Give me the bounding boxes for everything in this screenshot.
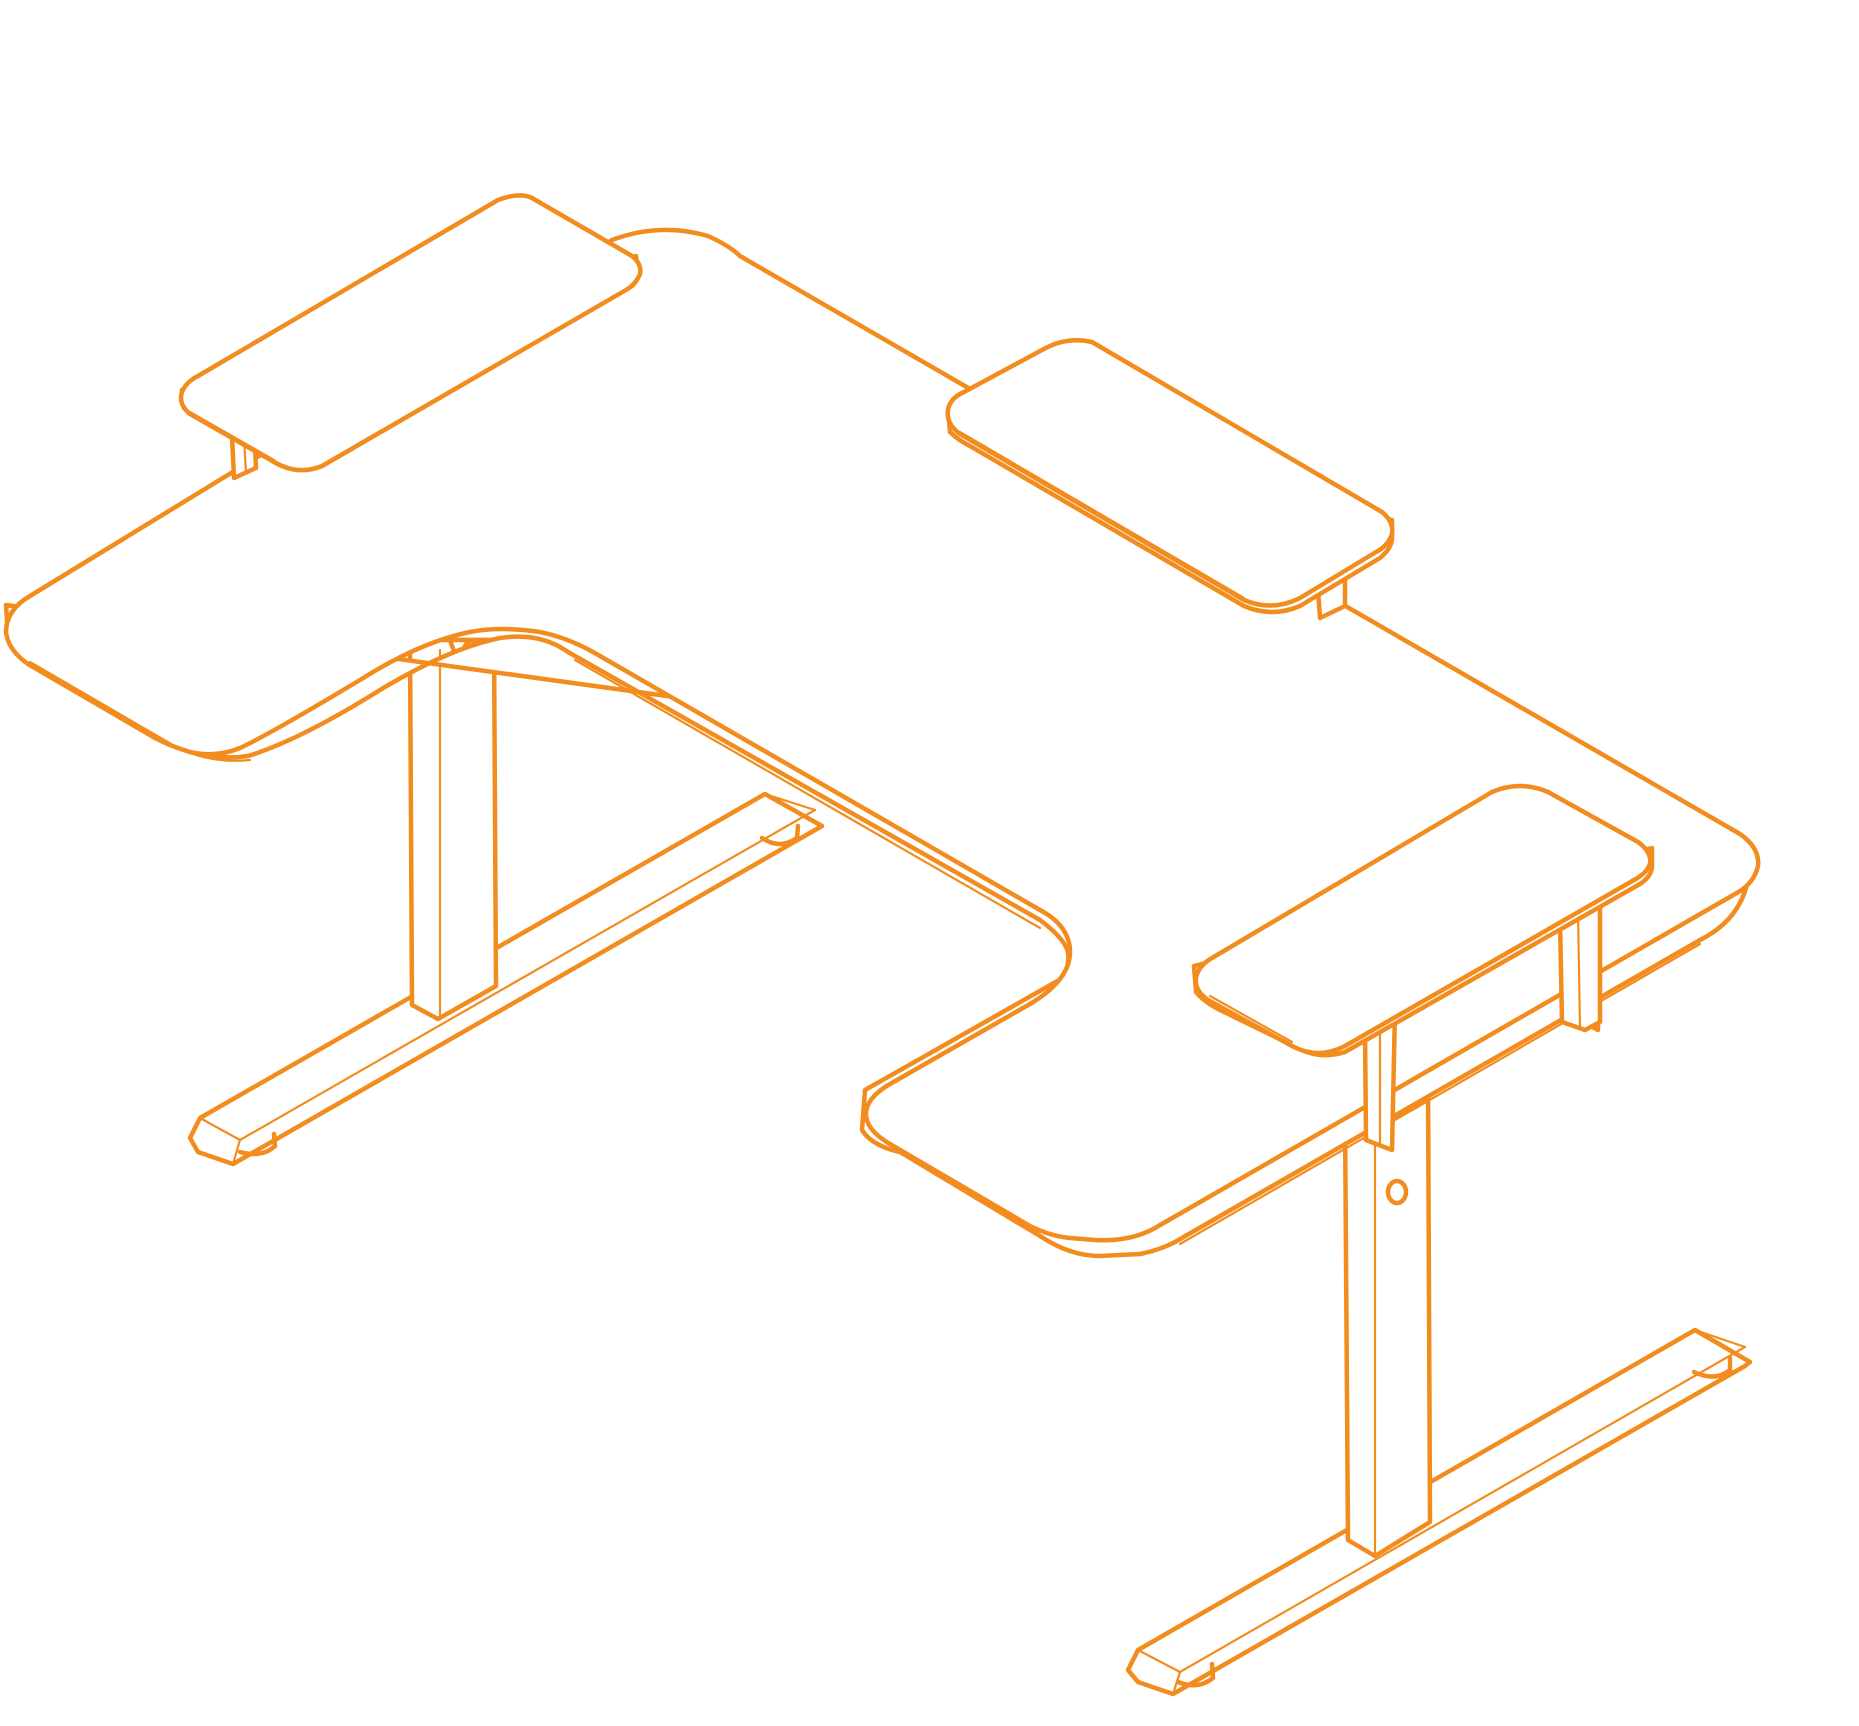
shelf-right-front — [1191, 783, 1655, 1153]
shelf-right-back-surface — [945, 338, 1395, 608]
desk-line-art — [3, 193, 1761, 1697]
shelf-left-surface — [178, 193, 643, 473]
left-foot-pad-back — [759, 823, 801, 847]
shelf-right-front-surface — [1193, 783, 1653, 1056]
right-foot-bar — [1125, 1327, 1753, 1697]
right-foot-pad-back — [1691, 1355, 1733, 1379]
right-foot-pad-front — [1175, 1661, 1216, 1688]
left-foot-pad-front — [237, 1131, 278, 1157]
shelf-right-back — [945, 338, 1395, 621]
right-column-bolt — [1385, 1178, 1409, 1206]
shelf-left — [178, 193, 643, 481]
right-column — [1342, 1077, 1433, 1559]
left-foot-bar — [187, 791, 825, 1167]
left-column — [407, 637, 499, 1022]
